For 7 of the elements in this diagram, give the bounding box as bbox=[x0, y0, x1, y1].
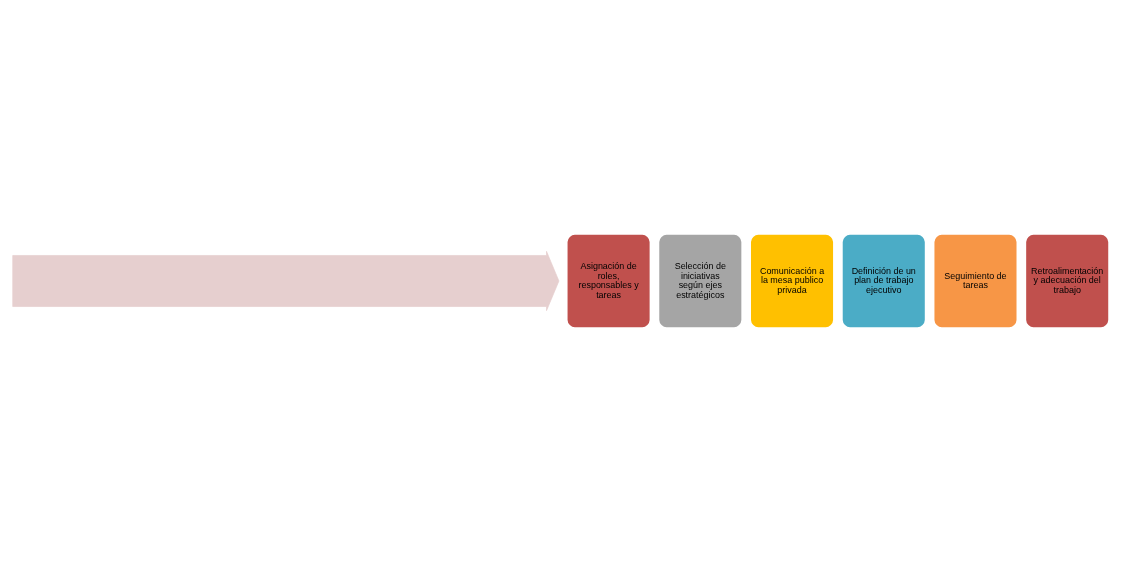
node-box: Seguimiento de tareas bbox=[932, 232, 1019, 329]
node-box: Comunicación a la mesa publico privada bbox=[748, 232, 836, 329]
node-box: Retroalimentación y adecuación del trabajo bbox=[1024, 232, 1111, 329]
node-box: Asignación de roles, responsables y tareas bbox=[565, 232, 652, 329]
node-arrow bbox=[12, 250, 560, 311]
node-box: Selección de iniciativas según ejes estratégicos bbox=[657, 232, 744, 329]
node-box: Definición de un plan de trabajo ejecutivo bbox=[840, 232, 927, 329]
